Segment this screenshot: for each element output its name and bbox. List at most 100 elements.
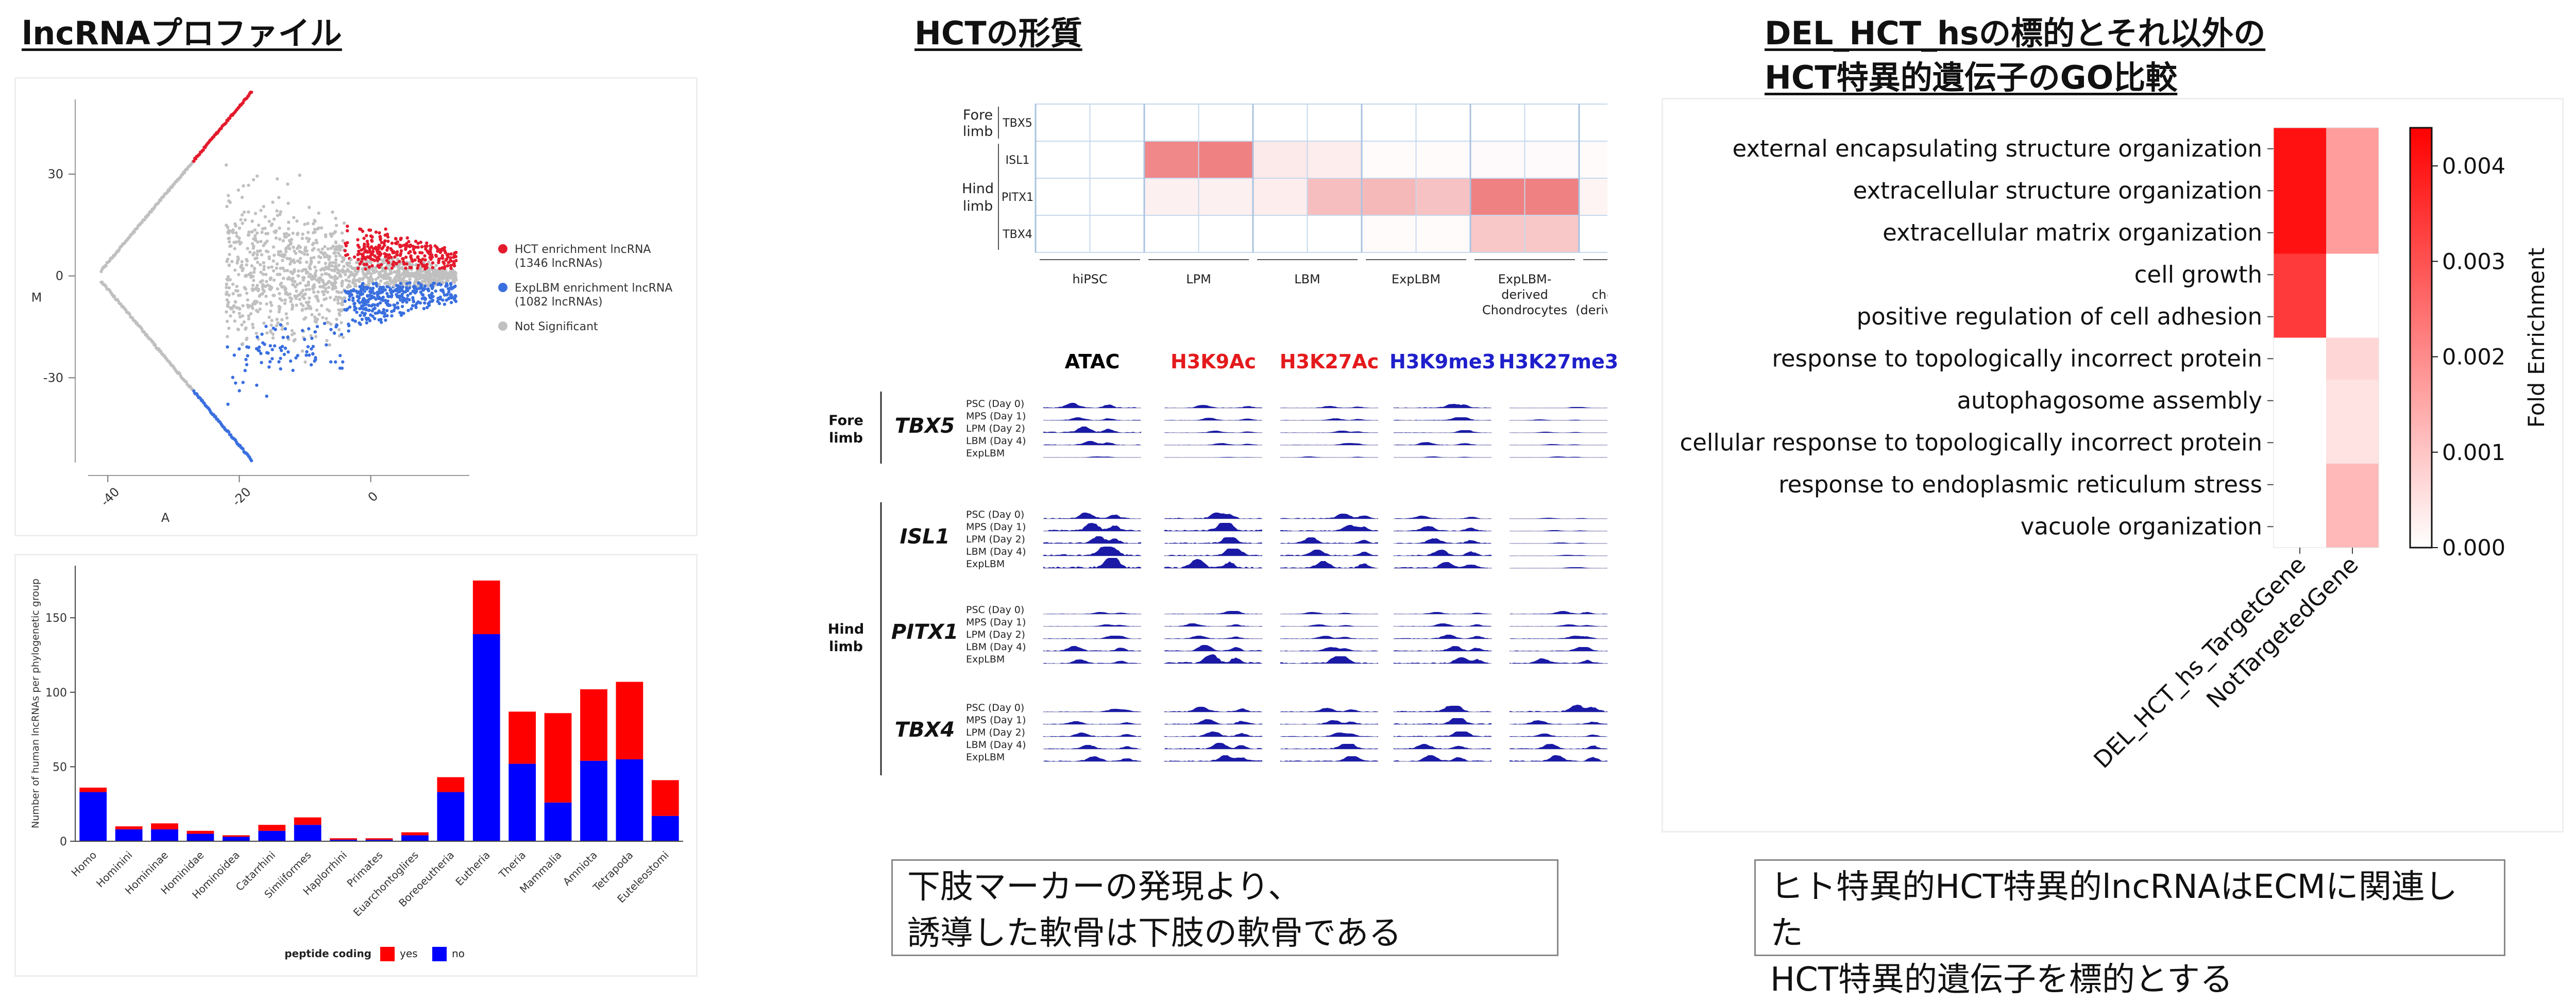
scatter-point [345,261,349,265]
scatter-point [380,247,384,251]
scatter-point [372,292,376,295]
scatter-point [264,273,268,277]
scatter-point [247,317,251,321]
scatter-point [298,245,302,249]
scatter-point [347,324,351,328]
scatter-point [229,314,232,318]
scatter-point [308,287,311,291]
scatter-point [437,302,442,305]
scatter-point [363,290,366,293]
scatter-point [445,298,448,302]
scatter-point [255,174,259,178]
scatter-point [301,232,304,236]
scatter-point [259,240,263,243]
scatter-point [422,301,427,305]
scatter-point [325,317,328,320]
scatter-point [261,285,264,288]
scatter-point [250,230,254,234]
scatter-point [370,309,374,313]
scatter-point [301,288,305,292]
scatter-point [317,313,321,316]
scatter-point [225,291,229,294]
scatter-point [354,272,359,276]
bar-yes [401,832,429,836]
scatter-point [364,307,367,311]
scatter-point [373,254,377,258]
scatter-point [257,223,261,227]
scatter-point [334,267,338,271]
scatter-point [414,290,418,294]
scatter-point [376,259,380,263]
track-signal [1043,547,1141,556]
scatter-point [436,249,439,253]
column-label: chondrocytes [1592,287,1607,302]
scatter-point [422,280,427,283]
scatter-point [342,257,346,261]
scatter-point [376,291,379,294]
scatter-point [334,245,338,249]
scatter-point [443,266,447,270]
track-signal [1510,530,1607,531]
scatter-point [319,303,324,308]
scatter-point [338,354,342,358]
scatter-point [272,269,276,273]
scatter-point [407,240,411,244]
scatter-point [270,318,274,322]
scatter-point [147,213,150,217]
scatter-point [317,280,321,284]
scatter-point [281,266,285,270]
heatmap-cell [1252,104,1308,142]
scatter-point [379,275,383,278]
scatter-point [393,255,397,259]
scatter-point [236,188,240,192]
scatter-point [249,312,253,316]
scatter-point [303,292,307,296]
scatter-point [405,286,409,290]
scatter-point [269,303,274,307]
scatter-point [132,230,136,234]
bar-no [79,792,107,841]
scatter-point [241,304,245,308]
scatter-point [431,266,434,269]
scatter-point [371,286,375,290]
scatter-point [261,341,265,345]
scatter-point [367,309,370,312]
track-signal [1043,756,1141,761]
scatter-point [341,335,345,339]
scatter-point [336,301,340,305]
scatter-point [416,263,420,267]
track-signal [1164,559,1262,568]
scatter-point [264,295,268,298]
scatter-point [400,273,404,276]
scatter-point [275,317,279,321]
scatter-point [270,357,274,361]
row-label: external encapsulating structure organiz… [1733,135,2262,162]
scatter-point [260,253,264,257]
scatter-point [240,213,244,217]
scatter-point [281,335,285,339]
scatter-point [262,261,265,265]
title-line-1: DEL_HCT_hsの標的とそれ以外の [1765,14,2266,52]
track-signal [1280,624,1378,626]
bar-no [437,792,465,841]
scatter-point [360,317,364,321]
row-label: cell growth [2134,261,2262,288]
sample-label: MPS (Day 1) [966,617,1026,628]
scatter-point [311,287,315,291]
scatter-point [381,266,384,270]
heatmap-cell [2326,212,2379,254]
scatter-point [252,266,257,270]
track-signal [1510,624,1607,626]
scatter-point [334,216,337,220]
scatter-point [419,284,423,288]
scatter-point [140,327,144,331]
scatter-point [383,288,387,292]
scatter-point [258,249,261,253]
scatter-point [321,280,325,284]
row-label: TBX5 [1002,117,1032,130]
scatter-point [295,303,298,307]
scatter-point [436,282,440,286]
scatter-point [442,275,446,278]
scatter-point [453,284,457,288]
